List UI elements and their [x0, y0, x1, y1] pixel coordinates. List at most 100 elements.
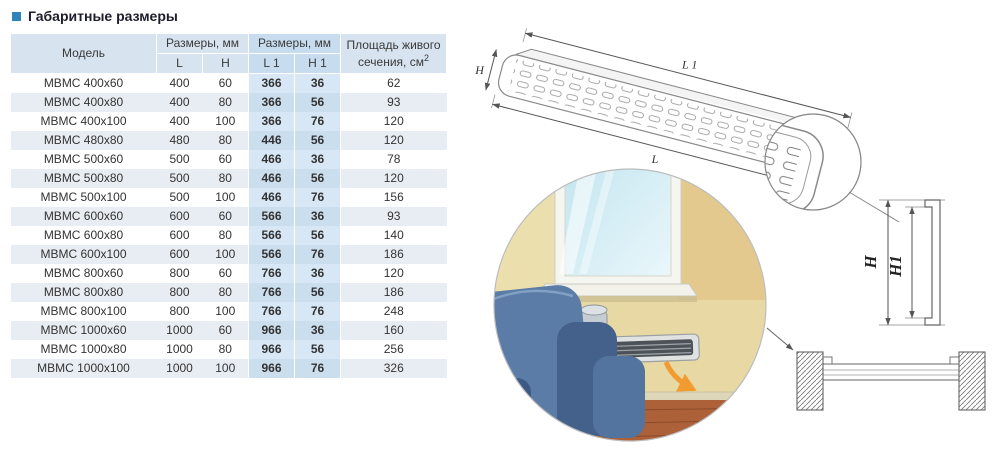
cell-area: 186 — [340, 244, 447, 264]
cell-l1: 466 — [248, 187, 295, 207]
cell-h1: 36 — [294, 320, 341, 340]
cell-l1: 566 — [248, 244, 295, 264]
profile-drawing: H H1 — [861, 199, 945, 326]
cell-model: МВМС 500х60 — [43, 151, 124, 166]
cell-l1: 366 — [248, 73, 295, 93]
profile-body — [924, 199, 941, 326]
cell-l1: 366 — [248, 92, 295, 112]
dimension-label-l1: L 1 — [681, 58, 697, 72]
section-title: Габаритные размеры — [28, 8, 178, 24]
col-header-h1: H 1 — [294, 53, 341, 74]
dimensions-table: Модель Размеры, мм Размеры, мм Площадь ж… — [10, 33, 447, 378]
cell-l1: 766 — [248, 282, 295, 302]
airflow-arrow-right — [663, 360, 697, 392]
cell-model: МВМС 800х60 — [43, 265, 124, 280]
cell-h: 60 — [202, 206, 249, 226]
cell-l: 500 — [169, 151, 190, 166]
cell-l: 600 — [156, 244, 203, 264]
cell-area: 120 — [383, 113, 404, 128]
cell-area: 140 — [383, 227, 404, 242]
area-header-line2: сечения, см — [358, 54, 424, 69]
cell-model: МВМС 400х80 — [10, 92, 157, 112]
cell-l: 500 — [156, 168, 203, 188]
cell-l: 500 — [169, 189, 190, 204]
cell-l1: 966 — [248, 339, 295, 359]
cell-l: 480 — [156, 130, 203, 150]
cell-l: 1000 — [156, 320, 203, 340]
leader-line — [848, 191, 900, 223]
cell-l1: 366 — [248, 111, 295, 131]
dimension-label-h: H — [861, 255, 880, 270]
cell-model: МВМС 480х80 — [10, 130, 157, 150]
cell-l1: 966 — [248, 320, 295, 340]
cell-h: 100 — [215, 189, 236, 204]
cell-model: МВМС 600х80 — [43, 227, 124, 242]
col-header-l: L — [156, 53, 203, 74]
cell-h1: 56 — [294, 92, 341, 112]
cell-h: 60 — [218, 265, 232, 280]
cell-h: 60 — [202, 320, 249, 340]
dimension-line-l1 — [524, 32, 851, 119]
cell-l: 800 — [156, 282, 203, 302]
cell-l: 1000 — [166, 341, 193, 356]
section-bullet-icon — [12, 11, 21, 21]
cell-model: МВМС 400х100 — [40, 113, 127, 128]
cell-h1: 56 — [294, 168, 341, 188]
cell-l1: 466 — [248, 168, 295, 188]
cell-l: 1000 — [156, 358, 203, 378]
section-pointer-arrow — [766, 327, 794, 351]
cell-h: 60 — [218, 151, 232, 166]
section-drawing — [766, 327, 986, 411]
cell-model: МВМС 600х100 — [10, 244, 157, 264]
cell-area: 120 — [383, 265, 404, 280]
cell-h1: 56 — [294, 282, 341, 302]
cell-model: МВМС 1000х60 — [10, 320, 157, 340]
illustration-border — [493, 168, 767, 442]
technical-drawings: L 1 L H H H1 — [474, 28, 986, 442]
cell-model: МВМС 1000х80 — [40, 341, 127, 356]
table-header: Модель Размеры, мм Размеры, мм Площадь ж… — [10, 33, 447, 74]
cell-l1: 566 — [248, 225, 295, 245]
section-title-row: Габаритные размеры — [12, 8, 178, 24]
col-header-dims-group2: Размеры, мм — [248, 33, 341, 54]
cell-h: 100 — [202, 358, 249, 378]
cell-h1: 36 — [294, 263, 341, 283]
cell-l: 600 — [169, 227, 190, 242]
cell-area: 78 — [387, 151, 401, 166]
cell-area: 120 — [340, 168, 447, 188]
cell-model: МВМС 500х80 — [10, 168, 157, 188]
cell-l1: 766 — [248, 301, 295, 321]
cell-l: 400 — [156, 92, 203, 112]
cell-h1: 56 — [294, 339, 341, 359]
section-frame-left — [796, 351, 824, 411]
cell-h1: 36 — [294, 73, 341, 93]
cell-l1: 466 — [248, 149, 295, 169]
cell-area: 160 — [340, 320, 447, 340]
cell-h1: 36 — [294, 206, 341, 226]
cell-area: 93 — [340, 206, 447, 226]
cell-h: 60 — [218, 75, 232, 90]
cell-model: МВМС 1000х100 — [10, 358, 157, 378]
cell-l1: 446 — [248, 130, 295, 150]
cell-h1: 76 — [294, 187, 341, 207]
cell-l: 800 — [169, 265, 190, 280]
cell-model: МВМС 500х100 — [40, 189, 127, 204]
cell-h: 80 — [202, 282, 249, 302]
cell-h: 80 — [202, 92, 249, 112]
dimension-label-h1: H1 — [886, 255, 905, 278]
col-header-l1: L 1 — [248, 53, 295, 74]
area-header-sup: 2 — [423, 52, 429, 63]
cell-area: 256 — [383, 341, 404, 356]
cell-h1: 36 — [294, 149, 341, 169]
cell-h: 80 — [202, 168, 249, 188]
